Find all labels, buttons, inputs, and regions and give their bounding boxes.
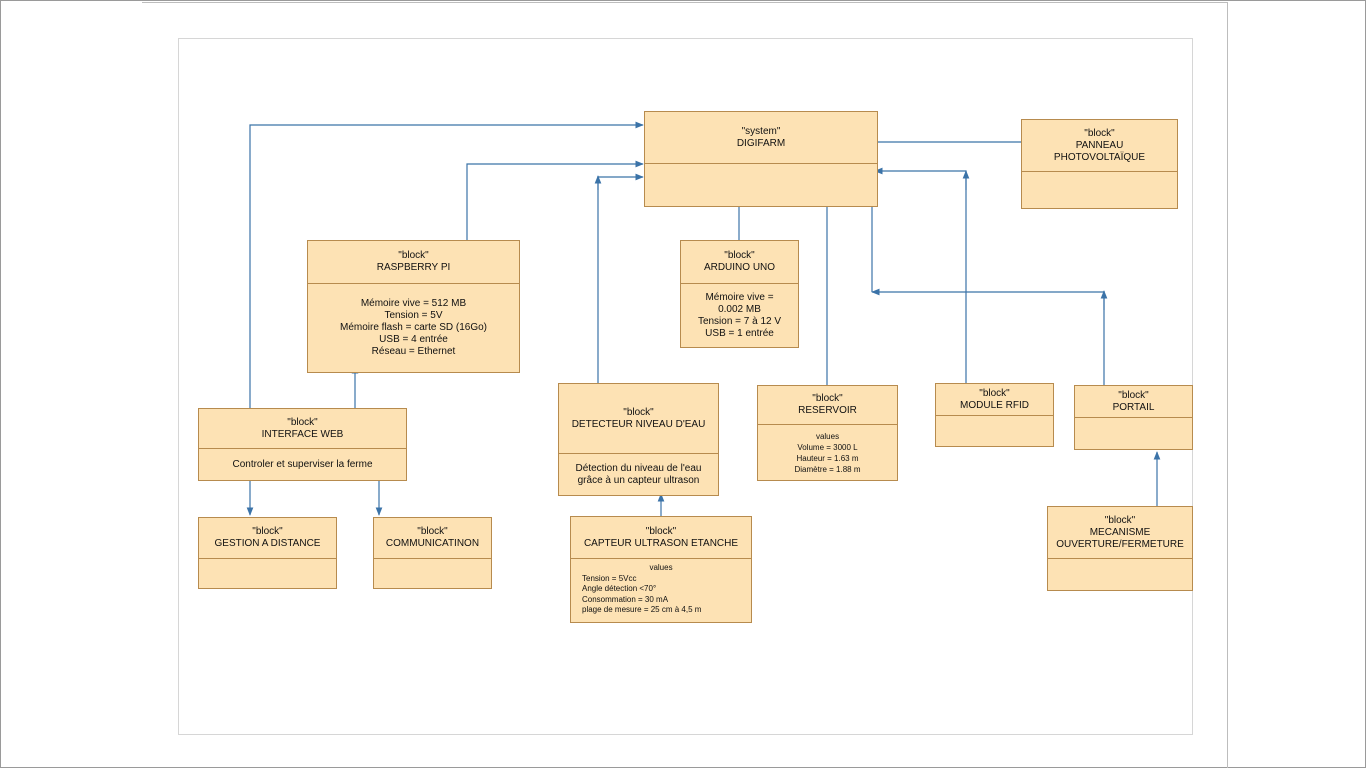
block-rfid-header: "block" MODULE RFID xyxy=(936,384,1053,416)
block-interface-web[interactable]: "block" INTERFACE WEB Controler et super… xyxy=(198,408,407,481)
block-name: CAPTEUR ULTRASON ETANCHE xyxy=(583,537,739,549)
block-reservoir-header: "block" RESERVOIR xyxy=(758,386,897,425)
property-line: plage de mesure = 25 cm à 4,5 m xyxy=(582,605,702,614)
block-capteur-body: values Tension = 5Vcc Angle détection <7… xyxy=(571,559,751,622)
edge-portail-digifarm xyxy=(871,288,1105,385)
block-digifarm[interactable]: "system" DIGIFARM xyxy=(644,111,878,207)
property-line: Diamètre = 1.88 m xyxy=(794,464,861,474)
property-line: USB = 4 entrée xyxy=(379,334,448,345)
block-panneau-header: "block" PANNEAU PHOTOVOLTAÏQUE xyxy=(1022,120,1177,172)
property-line: Mémoire flash = carte SD (16Go) xyxy=(340,322,487,333)
block-reservoir[interactable]: "block" RESERVOIR values Volume = 3000 L… xyxy=(757,385,898,481)
block-name: DETECTEUR NIVEAU D'EAU xyxy=(571,418,706,430)
block-interface-body: Controler et superviser la ferme xyxy=(199,449,406,480)
block-name: GESTION A DISTANCE xyxy=(214,538,321,549)
block-name: RESERVOIR xyxy=(798,405,857,416)
property-line: Réseau = Ethernet xyxy=(371,346,456,357)
top-rule xyxy=(142,2,1228,3)
right-rule xyxy=(1227,2,1228,768)
block-name: OUVERTURE/FERMETURE xyxy=(1056,538,1184,550)
block-stereotype: "block" xyxy=(417,526,448,537)
block-module-rfid[interactable]: "block" MODULE RFID xyxy=(935,383,1054,447)
block-mecanisme[interactable]: "block" MECANISME OUVERTURE/FERMETURE xyxy=(1047,506,1193,591)
block-arduino[interactable]: "block" ARDUINO UNO Mémoire vive = 0.002… xyxy=(680,240,799,348)
block-panneau-body xyxy=(1022,172,1177,208)
block-interface-header: "block" INTERFACE WEB xyxy=(199,409,406,449)
block-detecteur[interactable]: "block" DETECTEUR NIVEAU D'EAU Détection… xyxy=(558,383,719,496)
block-gestion-header: "block" GESTION A DISTANCE xyxy=(199,518,336,559)
block-raspberry-body: Mémoire vive = 512 MB Tension = 5V Mémoi… xyxy=(308,284,519,372)
edge-detecteur-digifarm xyxy=(597,173,644,383)
property-line: Hauteur = 1.63 m xyxy=(796,453,859,463)
block-mecanisme-header: "block" MECANISME OUVERTURE/FERMETURE xyxy=(1048,507,1192,559)
property-line: Tension = 7 à 12 V xyxy=(697,315,782,327)
block-detecteur-header: "block" DETECTEUR NIVEAU D'EAU xyxy=(559,384,718,454)
property-line: grâce à un capteur ultrason xyxy=(577,474,700,486)
edge-raspberry-digifarm xyxy=(466,160,644,240)
block-panneau[interactable]: "block" PANNEAU PHOTOVOLTAÏQUE xyxy=(1021,119,1178,209)
block-arduino-body: Mémoire vive = 0.002 MB Tension = 7 à 12… xyxy=(681,284,798,347)
values-label: values xyxy=(649,563,673,572)
block-stereotype: "block" xyxy=(287,416,318,428)
block-stereotype: "block" xyxy=(1084,127,1115,139)
block-communication-body xyxy=(374,559,491,588)
block-rfid-body xyxy=(936,416,1053,446)
block-stereotype: "block" xyxy=(812,393,843,404)
block-reservoir-body: values Volume = 3000 L Hauteur = 1.63 m … xyxy=(758,425,897,480)
block-detecteur-body: Détection du niveau de l'eau grâce à un … xyxy=(559,454,718,495)
property-line: Controler et superviser la ferme xyxy=(232,458,373,470)
block-stereotype: "block" xyxy=(1104,514,1136,526)
property-line: 0.002 MB xyxy=(718,303,761,315)
block-name: RASPBERRY PI xyxy=(376,262,451,273)
block-portail-body xyxy=(1075,418,1192,449)
block-stereotype: "block" xyxy=(1118,389,1149,401)
block-stereotype: "block" xyxy=(724,250,755,261)
block-communication-header: "block" COMMUNICATINON xyxy=(374,518,491,559)
block-gestion-body xyxy=(199,559,336,588)
property-line: Tension = 5Vcc xyxy=(582,573,637,583)
block-arduino-header: "block" ARDUINO UNO xyxy=(681,241,798,284)
block-communication[interactable]: "block" COMMUNICATINON xyxy=(373,517,492,589)
values-label: values xyxy=(815,431,840,441)
property-line: Détection du niveau de l'eau xyxy=(575,462,702,474)
block-stereotype: "block" xyxy=(979,387,1010,399)
block-stereotype: "block" xyxy=(645,525,677,537)
property-line: Mémoire vive = 512 MB xyxy=(360,298,467,309)
block-stereotype: "block" xyxy=(252,526,283,537)
block-name: PHOTOVOLTAÏQUE xyxy=(1053,151,1146,163)
block-raspberry[interactable]: "block" RASPBERRY PI Mémoire vive = 512 … xyxy=(307,240,520,373)
property-line: Angle détection <70° xyxy=(582,584,657,593)
block-capteur-ultrason[interactable]: "block" CAPTEUR ULTRASON ETANCHE values … xyxy=(570,516,752,623)
block-stereotype: "block" xyxy=(398,250,429,261)
property-line: Mémoire vive = xyxy=(705,291,774,303)
property-line: Consommation = 30 mA xyxy=(582,594,669,604)
block-raspberry-header: "block" RASPBERRY PI xyxy=(308,241,519,284)
block-digifarm-header: "system" DIGIFARM xyxy=(645,112,877,164)
block-name: PORTAIL xyxy=(1112,401,1155,413)
block-digifarm-body xyxy=(645,164,877,206)
block-portail-header: "block" PORTAIL xyxy=(1075,386,1192,418)
property-line: Tension = 5V xyxy=(384,310,443,321)
edge-rfid-digifarm xyxy=(874,167,967,383)
edge-interface-digifarm xyxy=(249,121,644,408)
block-stereotype: "block" xyxy=(623,406,654,418)
property-line: USB = 1 entrée xyxy=(705,327,774,339)
block-name: INTERFACE WEB xyxy=(261,428,344,440)
block-gestion-a-distance[interactable]: "block" GESTION A DISTANCE xyxy=(198,517,337,589)
block-name: MODULE RFID xyxy=(960,399,1029,411)
block-portail[interactable]: "block" PORTAIL xyxy=(1074,385,1193,450)
block-name: MECANISME xyxy=(1089,526,1151,538)
block-name: DIGIFARM xyxy=(736,137,786,149)
block-capteur-header: "block" CAPTEUR ULTRASON ETANCHE xyxy=(571,517,751,559)
block-name: ARDUINO UNO xyxy=(703,262,776,273)
block-mecanisme-body xyxy=(1048,559,1192,590)
property-line: Volume = 3000 L xyxy=(797,442,858,452)
block-name: COMMUNICATINON xyxy=(385,538,480,549)
block-stereotype: "system" xyxy=(741,125,781,137)
block-name: PANNEAU xyxy=(1075,139,1124,151)
